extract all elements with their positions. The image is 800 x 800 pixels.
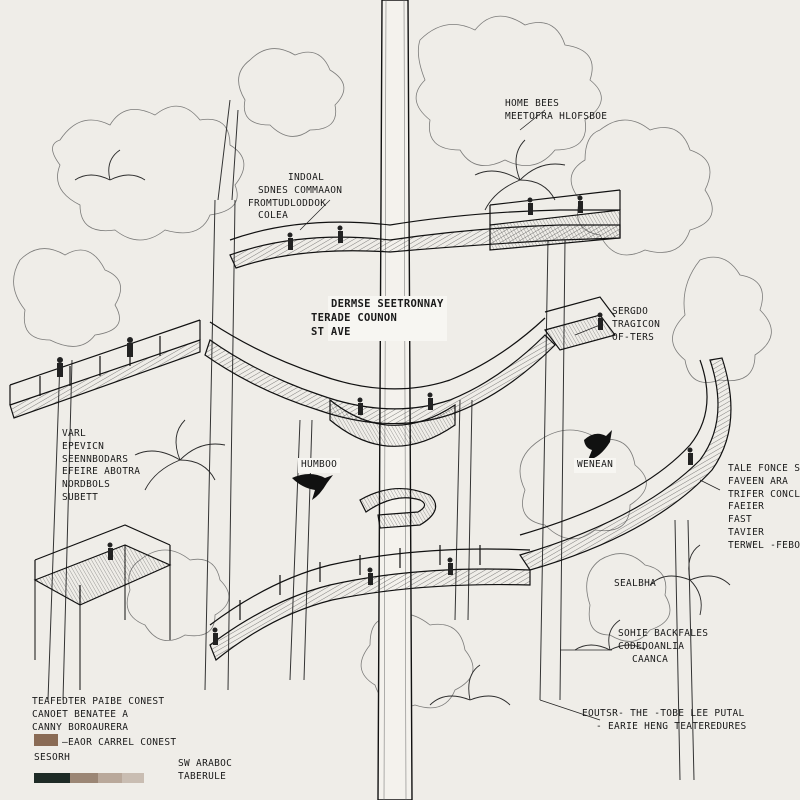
- note-line: SDNES COMMAAON: [258, 184, 343, 196]
- note-line: TABERULE: [178, 770, 227, 782]
- swatch-tan: [98, 773, 122, 783]
- note-line: CODEDOANLIA: [618, 640, 685, 652]
- note-line: FAVEEN ARA: [728, 475, 789, 487]
- note-line: OF-TERS: [612, 331, 655, 343]
- color-swatch-bar: [34, 773, 144, 783]
- walkway-lower-ring: [359, 487, 437, 529]
- walkway-left-arm: [9, 319, 201, 419]
- note-top-center: INDOAL SDNES COMMAAON FROMTUDLODDOK COLE…: [248, 172, 343, 223]
- note-line: —EAOR CARREL CONEST: [62, 737, 177, 748]
- walkway-middle-loop: [204, 317, 556, 447]
- note-line: TALE FONCE SE: [728, 463, 800, 474]
- note-line: SEALBHA: [614, 578, 657, 589]
- note-line: TERWEL -FEBO: [728, 539, 800, 551]
- legend-label: —EAOR CARREL CONEST: [62, 737, 176, 750]
- note-right-upper: SERGDO TRAGICON OF-TERS: [612, 306, 660, 344]
- note-line: TAVIER: [728, 527, 765, 539]
- note-line: ST AVE: [311, 326, 351, 339]
- central-tree-trunk: [377, 0, 413, 800]
- note-mid-center: DERMSE SEETRONNAY TERADE COUNON ST AVE: [311, 296, 447, 341]
- note-line: SOHIE BACKFALES: [618, 628, 709, 639]
- note-line: DERMSE SEETRONNAY: [331, 298, 444, 310]
- bird-hornbill-left: [292, 474, 333, 500]
- note-line: EOUTSR- THE -TOBE LEE PUTAL: [582, 708, 745, 719]
- note-line: EFEIRE ABOTRA: [62, 466, 141, 478]
- note-bottom-right: EOUTSR- THE -TOBE LEE PUTAL - EARIE HENG…: [582, 708, 747, 734]
- note-line: FAEIER: [728, 501, 765, 513]
- platform-right-mid: [543, 296, 617, 351]
- walkway-lower: [209, 545, 531, 661]
- note-right-lower: SEALBHA: [614, 578, 656, 591]
- note-line: NORDBOLS: [62, 479, 111, 491]
- note-line: TRAGICON: [612, 318, 661, 330]
- note-line: SERGDO: [612, 306, 649, 317]
- people-figures: [57, 195, 693, 645]
- platform-lower-left: [33, 524, 172, 690]
- note-line: FAST: [728, 514, 753, 526]
- note-line: TRIFER CONCLEY: [728, 488, 800, 500]
- note-line: HUMBOO: [301, 459, 338, 470]
- note-line: FROMTUDLODDOK: [248, 197, 327, 209]
- note-line: EPEVICN: [62, 440, 105, 452]
- note-bottom-left: TEAFEDTER PAIBE CONEST CANOET BENATEE A …: [32, 696, 164, 734]
- note-line: SUBETT: [62, 492, 99, 504]
- bird-hornbill-right: [584, 430, 612, 460]
- note-line: VARL: [62, 428, 87, 439]
- note-line: SESORH: [34, 752, 71, 763]
- note-line: TERADE COUNON: [311, 312, 398, 325]
- note-line: MEETOFRA HLOFSBOE: [505, 110, 608, 122]
- note-line: CANNY BOROAURERA: [32, 721, 129, 733]
- note-line: CANOET BENATEE A: [32, 708, 129, 720]
- note-line: - EARIE HENG TEATEREDURES: [596, 720, 747, 732]
- note-right-mid: TALE FONCE SE FAVEEN ARA TRIFER CONCLEY …: [728, 463, 800, 553]
- palm-fronds: [74, 139, 731, 706]
- note-line: CAANCA: [632, 653, 669, 665]
- note-bird-left: HUMBOO: [298, 458, 341, 473]
- note-bottom-left2: SW ARABOC TABERULE: [178, 758, 232, 784]
- note-line: HOME BEES: [505, 98, 560, 109]
- note-line: COLEA: [258, 210, 289, 222]
- legend-swatch: [34, 734, 58, 746]
- leader-lines: [299, 109, 721, 721]
- note-line: SW ARABOC: [178, 758, 233, 769]
- note-line: SEENNBODARS: [62, 453, 129, 465]
- note-line: TEAFEDTER PAIBE CONEST: [32, 696, 165, 707]
- note-line: WENEAN: [577, 459, 614, 470]
- note-line: INDOAL: [288, 172, 325, 183]
- note-bird-right: WENEAN: [574, 458, 617, 473]
- note-right-low2: SOHIE BACKFALES CODEDOANLIA CAANCA: [618, 628, 708, 666]
- swatch-light: [122, 773, 144, 783]
- legend-sub: SESORH: [34, 752, 70, 765]
- note-top-right: HOME BEES MEETOFRA HLOFSBOE: [505, 98, 607, 124]
- walkway-right-ramp: [519, 357, 732, 571]
- swatch-brown: [70, 773, 98, 783]
- platform-upper-right: [489, 189, 621, 251]
- note-left-mid: VARL EPEVICN SEENNBODARS EFEIRE ABOTRA N…: [62, 428, 140, 505]
- swatch-dark: [34, 773, 70, 783]
